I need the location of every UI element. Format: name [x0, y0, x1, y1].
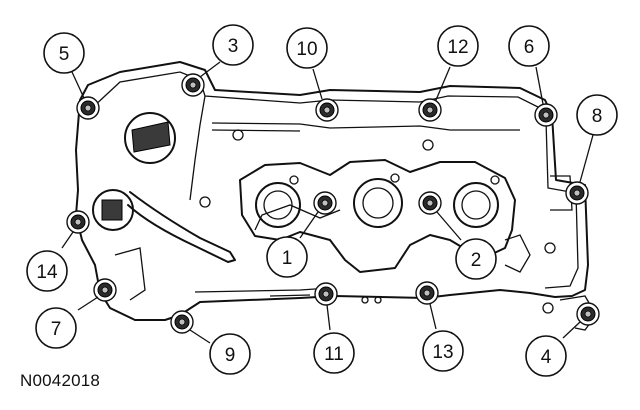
- callout-10: 10: [286, 27, 328, 69]
- callout-6-label: 6: [524, 37, 535, 58]
- callout-11: 11: [313, 332, 355, 374]
- callout-9: 9: [209, 333, 251, 375]
- bolt-13: [415, 281, 439, 305]
- callout-2-label: 2: [471, 250, 482, 271]
- bolt-3: [181, 73, 205, 97]
- callout-8-label: 8: [592, 106, 603, 127]
- callout-13-label: 13: [432, 342, 453, 363]
- callout-6: 6: [508, 25, 550, 67]
- bolt-10: [315, 98, 339, 122]
- callout-7-label: 7: [51, 319, 62, 340]
- callout-3-label: 3: [228, 36, 239, 57]
- callout-9-label: 9: [225, 345, 236, 366]
- bolt-5: [76, 96, 100, 120]
- leader-lines: [61, 61, 594, 344]
- bolt-2: [418, 191, 442, 215]
- callout-2: 2: [455, 238, 497, 280]
- callout-5-label: 5: [59, 44, 70, 65]
- callout-12: 12: [437, 25, 479, 67]
- callout-14-label: 14: [36, 262, 58, 283]
- callout-3: 3: [212, 24, 254, 66]
- callout-7: 7: [35, 307, 77, 349]
- callout-13: 13: [422, 330, 464, 372]
- bolt-4: [576, 302, 600, 326]
- bolt-1: [313, 191, 337, 215]
- callout-4-label: 4: [541, 347, 552, 368]
- callout-11-label: 11: [324, 344, 344, 365]
- bolt-12: [418, 98, 442, 122]
- callout-4: 4: [525, 335, 567, 377]
- figure-id: N0042018: [20, 371, 101, 390]
- bolt-7: [93, 278, 117, 302]
- callout-1-label: 1: [282, 248, 293, 269]
- callout-12-label: 12: [447, 37, 468, 58]
- bolts: [66, 73, 600, 334]
- bolt-6: [534, 103, 558, 127]
- callouts: 1 2 3 4 5 6 7 8 9 10 11 12 13 14: [26, 24, 618, 377]
- callout-14: 14: [26, 250, 68, 292]
- callout-10-label: 10: [296, 39, 317, 60]
- callout-8: 8: [576, 94, 618, 136]
- callout-5: 5: [43, 32, 85, 74]
- callout-1: 1: [266, 236, 308, 278]
- bolt-14: [66, 210, 90, 234]
- bolt-8: [565, 181, 589, 205]
- bolt-11: [314, 282, 338, 306]
- bolt-9: [170, 310, 194, 334]
